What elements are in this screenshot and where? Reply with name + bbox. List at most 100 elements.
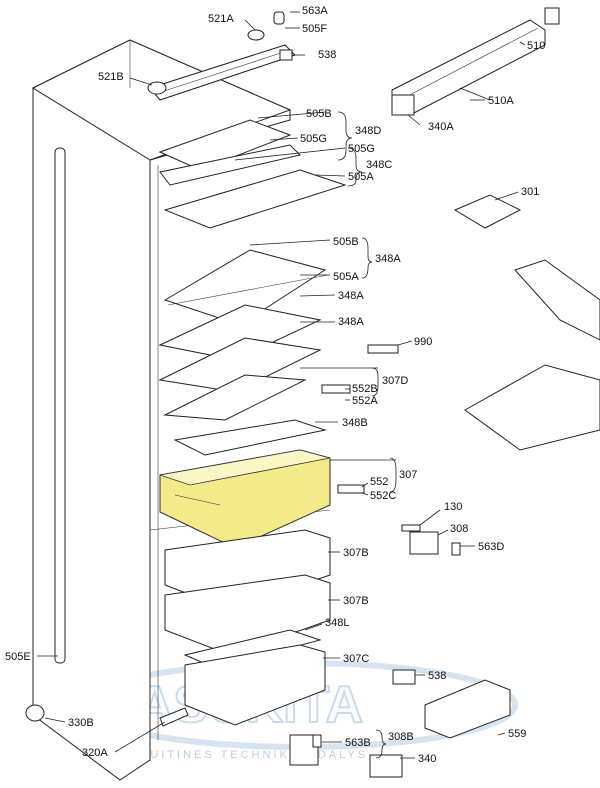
control-panel-510	[391, 7, 560, 116]
label-563d: 563D	[478, 541, 504, 553]
label-505g-2: 505G	[348, 143, 375, 155]
drawer-307-handle	[174, 494, 221, 506]
control-housing	[391, 19, 546, 116]
label-559: 559	[508, 728, 526, 740]
shelf-348c	[163, 169, 347, 229]
label-505g: 505G	[300, 133, 327, 145]
label-348d: 348D	[355, 125, 381, 137]
part-308	[409, 531, 439, 555]
label-563a-top: 563A	[302, 5, 328, 17]
label-563b: 563B	[345, 737, 371, 749]
crisper-cover-348b	[173, 419, 327, 456]
hinge-cap-521a	[247, 29, 265, 41]
part-538-top	[279, 49, 293, 61]
hinge-320a	[159, 707, 189, 727]
ice-tray-301	[453, 194, 522, 229]
label-505a-1: 505A	[348, 171, 374, 183]
label-505a-2: 505A	[333, 271, 359, 283]
drawer-307-top	[159, 449, 331, 486]
part-552	[337, 484, 365, 494]
leader-505g	[269, 137, 299, 141]
shelf-505a-trim	[167, 274, 329, 306]
leader-348l	[304, 623, 323, 631]
label-348c: 348C	[366, 159, 392, 171]
label-308: 308	[450, 523, 468, 535]
label-348a-3: 348A	[338, 316, 364, 328]
hinge-cap-521b	[147, 81, 167, 95]
label-510a: 510A	[488, 95, 514, 107]
label-552: 552	[370, 476, 388, 488]
brace-307	[389, 457, 397, 493]
leader-510	[519, 41, 526, 46]
label-307d: 307D	[382, 375, 408, 387]
label-510: 510	[527, 40, 545, 52]
label-307b-2: 307B	[343, 595, 369, 607]
leader-552c	[361, 492, 369, 496]
label-521b: 521B	[98, 71, 124, 83]
part-labels: 563A 521A 505F 538 521B 510 510A 340A 50…	[5, 5, 545, 765]
label-505e: 505E	[5, 651, 31, 663]
screw-563d	[451, 542, 461, 556]
leader-505b-1	[257, 111, 326, 119]
label-538-bottom: 538	[428, 670, 446, 682]
part-538-bottom	[392, 669, 416, 685]
label-538-top: 538	[318, 49, 336, 61]
leader-340a	[407, 114, 421, 126]
watermark-sub-text: BUITINĖS TECHNIKOS DALYS	[140, 748, 368, 761]
wire-shelf-part	[464, 364, 600, 451]
top-hinge-detail	[154, 49, 291, 95]
label-505b-2: 505B	[333, 236, 359, 248]
shelf-348d	[158, 119, 292, 171]
leader-320a	[114, 721, 166, 753]
control-housing-line	[399, 27, 539, 101]
label-505b-1: 505B	[306, 108, 332, 120]
leader-552	[361, 482, 369, 488]
label-340: 340	[418, 753, 436, 765]
drawer-307b-2	[164, 574, 331, 656]
part-510-end	[544, 7, 560, 25]
label-348a-2: 348A	[338, 290, 364, 302]
leader-521a	[244, 19, 256, 31]
door-bin-part	[514, 259, 600, 341]
part-340a	[391, 94, 415, 116]
foot-330b	[25, 704, 45, 722]
label-348l: 348L	[325, 617, 349, 629]
part-510a-strip	[459, 87, 491, 101]
brace-348a	[361, 237, 373, 279]
screw-563b	[312, 734, 322, 748]
label-307c: 307C	[343, 653, 369, 665]
brace-308b	[375, 729, 387, 759]
label-552a: 552A	[352, 395, 378, 407]
leader-308	[437, 529, 449, 536]
label-990: 990	[414, 336, 432, 348]
right-side-parts	[25, 194, 600, 778]
label-320a: 320A	[82, 747, 108, 759]
label-330b: 330B	[68, 717, 94, 729]
highlighted-drawer-307	[159, 449, 331, 549]
leader-505b-2	[249, 239, 331, 246]
shelf-307d	[163, 374, 307, 421]
label-348b: 348B	[342, 417, 368, 429]
part-340	[369, 754, 403, 778]
part-130	[401, 524, 421, 532]
leader-330b	[44, 717, 66, 723]
shelf-505g	[159, 144, 301, 186]
label-340a: 340A	[428, 121, 454, 133]
leader-559	[497, 732, 506, 736]
door-gasket-strip	[54, 147, 66, 664]
label-348a-1: 348A	[375, 253, 401, 265]
brace-348c	[347, 147, 363, 187]
leader-348a-2	[299, 294, 336, 297]
label-301: 301	[521, 186, 539, 198]
label-521a: 521A	[208, 13, 234, 25]
shelf-348a-3	[158, 337, 322, 393]
label-130: 130	[444, 501, 462, 513]
part-990	[367, 344, 399, 354]
filter-559	[424, 679, 511, 739]
screw-563a	[273, 11, 285, 25]
label-552c: 552C	[370, 490, 396, 502]
leader-521b	[129, 77, 153, 86]
leader-130	[419, 509, 441, 526]
